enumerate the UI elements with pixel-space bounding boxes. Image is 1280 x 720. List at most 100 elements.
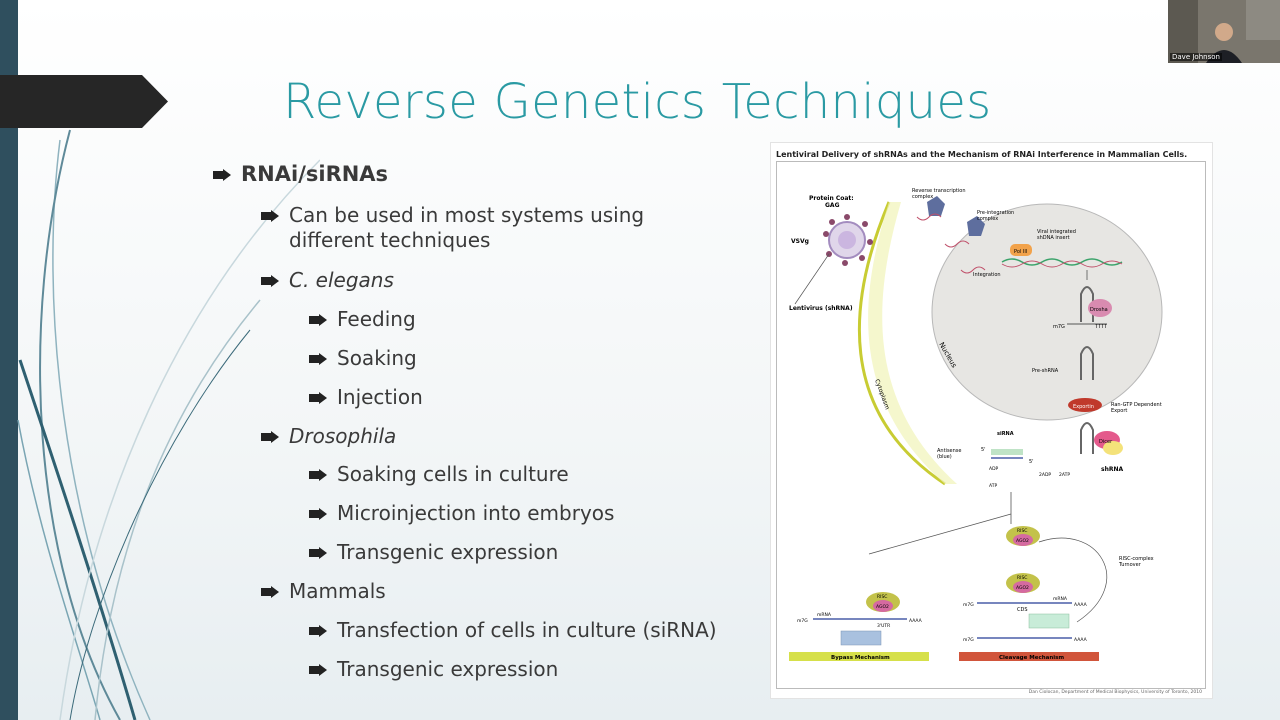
- label-mrna-2: mRNA: [1053, 596, 1068, 602]
- label-exportin: Exportin: [1073, 404, 1094, 410]
- label-drosha: Drosha: [1090, 307, 1108, 313]
- title-tab-arrow: [0, 75, 168, 128]
- arrow-bullet-icon: [309, 314, 327, 326]
- figure-frame: Protein Coat: GAG VSVg Lentivirus (shRNA…: [776, 161, 1206, 689]
- label-ago2-3: AGO2: [876, 604, 889, 610]
- label-m7g-4: m7G: [797, 618, 808, 624]
- bullet-most-systems: Can be used in most systems using differ…: [261, 203, 681, 253]
- label-atp: ATP: [989, 483, 997, 489]
- label-lentivirus: Lentivirus (shRNA): [789, 305, 853, 312]
- label-ago2-1: AGO2: [1016, 538, 1029, 544]
- label-pre-shrna: Pre-shRNA: [1032, 368, 1059, 374]
- label-shdna: shDNA insert: [1037, 235, 1070, 241]
- bullet-drosophila: Drosophila: [261, 424, 396, 448]
- bullet-feeding: Feeding: [309, 307, 416, 331]
- label-viral-int: Viral integrated: [1037, 229, 1076, 235]
- label-export: Export: [1111, 408, 1127, 414]
- bullet-transgenic-mammals: Transgenic expression: [309, 657, 558, 681]
- label-utr: 3'UTR: [877, 623, 890, 629]
- arrow-bullet-icon: [309, 547, 327, 559]
- bullet-soaking-cells: Soaking cells in culture: [309, 462, 569, 486]
- arrow-bullet-icon: [261, 210, 279, 222]
- bullet-text: Soaking: [337, 346, 417, 370]
- label-integration: Integration: [973, 272, 1001, 278]
- label-dicer: Dicer: [1099, 439, 1113, 445]
- label-rt-complex-2: complex: [912, 194, 933, 200]
- bullet-text: Drosophila: [289, 424, 397, 448]
- label-preint: Pre-integration: [977, 210, 1014, 216]
- arrow-bullet-icon: [309, 625, 327, 637]
- bullet-text: Transgenic expression: [337, 540, 559, 564]
- figure-diagram: Protein Coat: GAG VSVg Lentivirus (shRNA…: [789, 188, 1163, 661]
- participant-video-tile[interactable]: Dave Johnson: [1168, 0, 1280, 63]
- label-m7g: m7G: [1053, 324, 1065, 330]
- label-aaaa-3: AAAA: [1074, 637, 1088, 643]
- label-tttt: TTTT: [1094, 324, 1108, 330]
- left-accent-bar: [0, 0, 18, 720]
- figure-credit: Dan Ciolocan, Department of Medical Biop…: [1028, 690, 1202, 695]
- label-gag: GAG: [825, 202, 840, 209]
- bullet-mammals: Mammals: [261, 579, 386, 603]
- label-five-prime-1: 5': [981, 447, 986, 453]
- label-rt-complex: Reverse transcription: [912, 188, 966, 194]
- label-m7g-2: m7G: [963, 602, 974, 608]
- bullet-c-elegans: C. elegans: [261, 268, 394, 292]
- label-sirna: siRNA: [997, 431, 1014, 437]
- arrow-bullet-icon: [309, 353, 327, 365]
- label-protein-coat: Protein Coat:: [809, 195, 854, 202]
- arrow-bullet-icon: [309, 664, 327, 676]
- bullet-text: Soaking cells in culture: [337, 462, 569, 486]
- label-m7g-3: m7G: [963, 637, 974, 643]
- label-mrna-1: mRNA: [817, 612, 832, 618]
- label-shrna: shRNA: [1101, 466, 1123, 473]
- bullet-text: Mammals: [289, 579, 386, 603]
- bullet-text: Transgenic expression: [337, 657, 559, 681]
- label-cds: CDS: [1017, 607, 1028, 613]
- bullet-text: Can be used in most systems using differ…: [289, 203, 645, 252]
- label-risc-1: RISC: [1017, 528, 1027, 534]
- arrow-bullet-icon: [261, 586, 279, 598]
- bullet-soaking: Soaking: [309, 346, 417, 370]
- label-aaaa-1: AAAA: [909, 618, 923, 624]
- rnai-mechanism-figure: Lentiviral Delivery of shRNAs and the Me…: [770, 142, 1213, 699]
- label-ago2-2: AGO2: [1016, 585, 1029, 591]
- label-vsvg: VSVg: [791, 238, 809, 245]
- bullet-transfection: Transfection of cells in culture (siRNA): [309, 618, 717, 642]
- label-risc-3: RISC: [877, 594, 887, 600]
- label-adp: ADP: [989, 466, 999, 472]
- label-cleavage: Cleavage Mechanism: [999, 655, 1064, 661]
- label-2adp: 2ADP: [1039, 472, 1051, 478]
- bullet-text: Microinjection into embryos: [337, 501, 615, 525]
- label-2atp: 2ATP: [1059, 472, 1070, 478]
- arrow-bullet-icon: [261, 275, 279, 287]
- bullet-text: Feeding: [337, 307, 416, 331]
- video-feed: [1168, 0, 1280, 63]
- slide-title: Reverse Genetics Techniques: [283, 74, 992, 130]
- bullet-injection: Injection: [309, 385, 423, 409]
- bullet-text: RNAi/siRNAs: [241, 162, 389, 186]
- label-risc-turnover: RISC-complex: [1119, 556, 1154, 562]
- label-ran-gtp: Ran-GTP Dependent: [1111, 402, 1162, 408]
- label-aaaa-2: AAAA: [1074, 602, 1088, 608]
- bullet-transgenic-drosophila: Transgenic expression: [309, 540, 558, 564]
- label-blue: (blue): [937, 454, 952, 460]
- label-five-prime-2: 5': [1029, 459, 1034, 465]
- bullet-text: C. elegans: [289, 268, 394, 292]
- bullet-rnai: RNAi/siRNAs: [213, 162, 388, 186]
- arrow-bullet-icon: [309, 392, 327, 404]
- label-risc-2: RISC: [1017, 575, 1027, 581]
- arrow-bullet-icon: [213, 169, 231, 181]
- figure-title: Lentiviral Delivery of shRNAs and the Me…: [776, 150, 1188, 159]
- label-antisense: Antisense: [937, 448, 961, 454]
- bullet-text: Injection: [337, 385, 423, 409]
- label-turnover: Turnover: [1118, 562, 1142, 568]
- participant-name: Dave Johnson: [1170, 53, 1222, 61]
- label-preint-2: complex: [977, 216, 998, 222]
- label-bypass: Bypass Mechanism: [831, 655, 890, 661]
- decorative-curves: [17, 129, 320, 720]
- label-pol3: Pol III: [1014, 249, 1027, 255]
- arrow-bullet-icon: [309, 469, 327, 481]
- bullet-text: Transfection of cells in culture (siRNA): [337, 618, 717, 642]
- arrow-bullet-icon: [261, 431, 279, 443]
- bullet-microinjection: Microinjection into embryos: [309, 501, 614, 525]
